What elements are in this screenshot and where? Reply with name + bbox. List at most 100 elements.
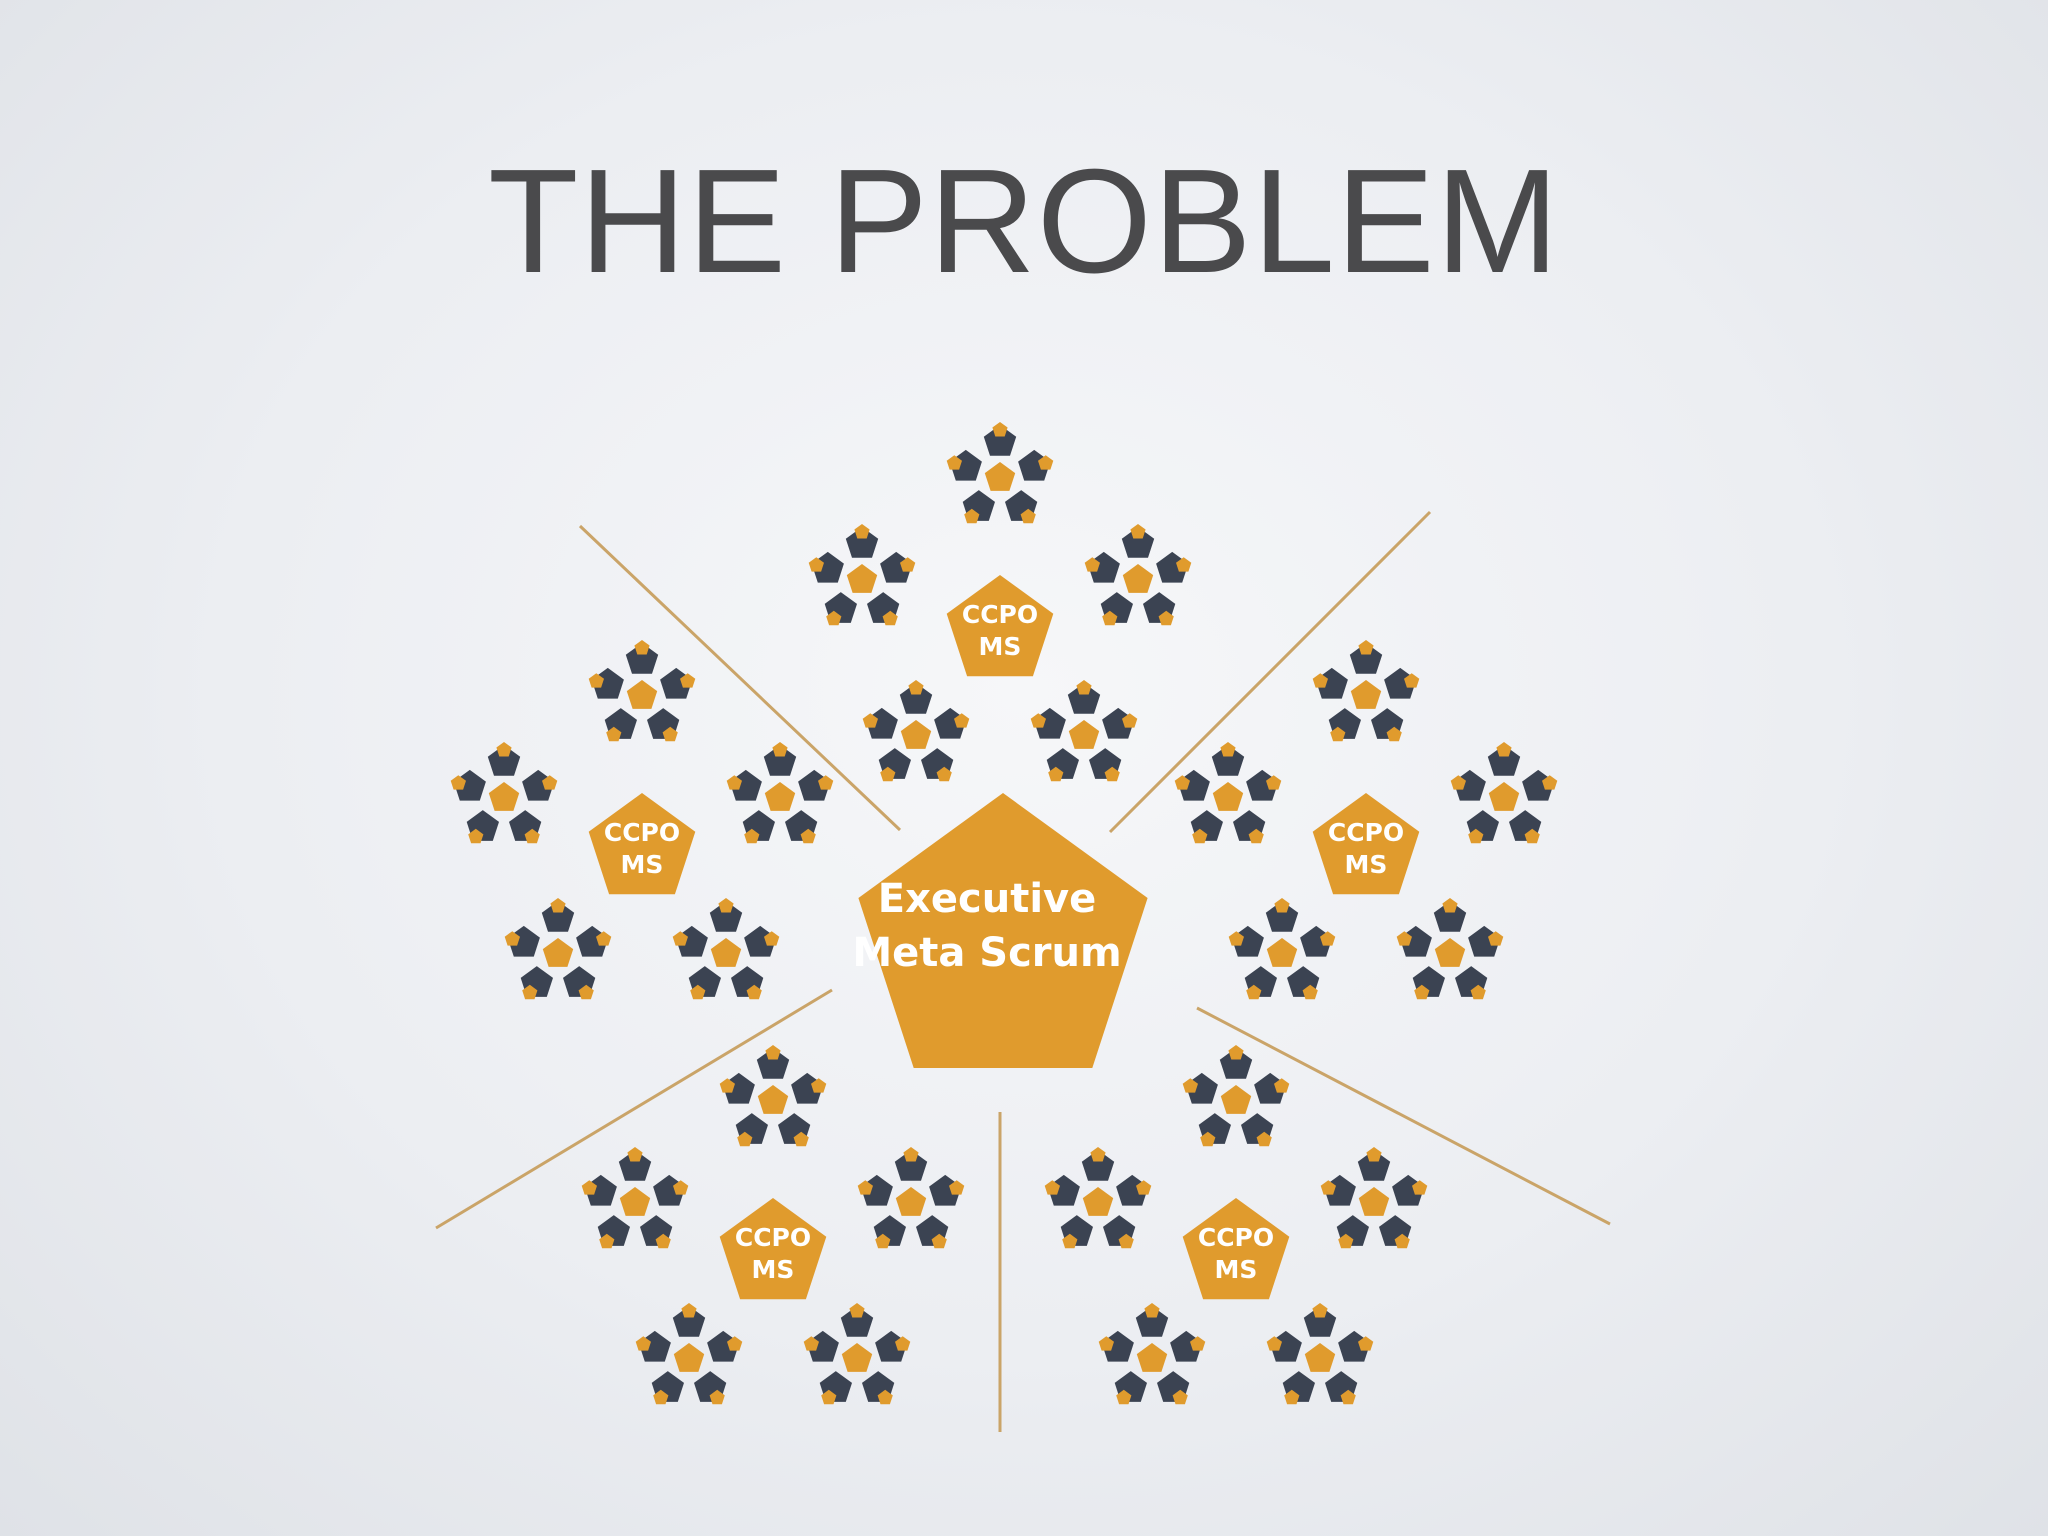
team-member-marker <box>1396 931 1412 946</box>
team-member-marker <box>1366 1147 1382 1162</box>
team-member-marker <box>1130 524 1146 539</box>
team-core-pentagon <box>542 938 574 967</box>
team-member-marker <box>1062 1233 1078 1249</box>
team-member-marker <box>877 1389 893 1405</box>
team-member-marker <box>1248 828 1264 844</box>
team-member-pentagon <box>591 667 624 699</box>
scrum-team <box>581 1147 689 1249</box>
team-core-pentagon <box>626 680 658 709</box>
team-member-pentagon <box>929 1174 962 1206</box>
team-member-marker <box>634 640 650 655</box>
team-core-pentagon <box>1122 564 1154 593</box>
scrum-team <box>862 680 970 782</box>
team-core-pentagon <box>1358 1187 1390 1216</box>
team-member-marker <box>1102 610 1118 626</box>
ccpo-ms-label-line2: MS <box>979 632 1022 661</box>
team-member-pentagon <box>1269 1330 1302 1362</box>
team-member-marker <box>954 713 970 728</box>
team-member-marker <box>857 1180 873 1195</box>
scrum-team <box>808 524 916 626</box>
team-member-pentagon <box>1246 769 1279 801</box>
team-member-marker <box>1468 828 1484 844</box>
team-member-pentagon <box>1185 1072 1218 1104</box>
team-member-marker <box>1228 931 1244 946</box>
team-member-marker <box>468 828 484 844</box>
team-member-marker <box>542 775 558 790</box>
scrum-team <box>1312 640 1420 742</box>
team-member-marker <box>681 1303 697 1318</box>
team-member-pentagon <box>1315 667 1348 699</box>
team-member-pentagon <box>894 1150 928 1181</box>
team-core-pentagon <box>710 938 742 967</box>
team-member-marker <box>662 726 678 742</box>
team-member-marker <box>1442 898 1458 913</box>
team-member-marker <box>821 1389 837 1405</box>
team-member-marker <box>875 1233 891 1249</box>
team-member-pentagon <box>1265 901 1299 932</box>
ccpo-ms-label-line2: MS <box>752 1255 795 1284</box>
team-core-pentagon <box>673 1343 705 1372</box>
scrum-team <box>1044 1147 1152 1249</box>
team-member-marker <box>1076 680 1092 695</box>
team-member-marker <box>1450 775 1466 790</box>
scrum-team <box>1228 898 1336 1000</box>
team-member-marker <box>1404 673 1420 688</box>
team-member-pentagon <box>1522 769 1555 801</box>
team-member-marker <box>1284 1389 1300 1405</box>
team-member-pentagon <box>507 925 540 957</box>
team-member-pentagon <box>1177 769 1210 801</box>
team-member-marker <box>1190 1336 1206 1351</box>
scrum-team <box>1182 1045 1290 1147</box>
team-member-pentagon <box>1067 683 1101 714</box>
team-member-pentagon <box>1081 1150 1115 1181</box>
team-core-pentagon <box>1304 1343 1336 1372</box>
team-member-pentagon <box>722 1072 755 1104</box>
scrum-team <box>1320 1147 1428 1249</box>
team-member-marker <box>800 828 816 844</box>
team-member-marker <box>772 742 788 757</box>
team-member-marker <box>1084 557 1100 572</box>
team-member-marker <box>880 766 896 782</box>
scrum-team <box>1098 1303 1206 1405</box>
scrum-team <box>588 640 696 742</box>
team-member-marker <box>1228 1045 1244 1060</box>
team-member-pentagon <box>1487 745 1521 776</box>
team-member-pentagon <box>453 769 486 801</box>
divider-line <box>1108 510 1432 834</box>
team-member-marker <box>936 766 952 782</box>
ccpo-ms-pentagon <box>1182 1198 1290 1300</box>
team-member-marker <box>1358 640 1374 655</box>
team-member-pentagon <box>1231 925 1264 957</box>
ccpo-ms-label-line2: MS <box>1345 850 1388 879</box>
team-member-pentagon <box>840 1306 874 1337</box>
team-member-marker <box>1412 1180 1428 1195</box>
team-core-pentagon <box>846 564 878 593</box>
team-member-marker <box>862 713 878 728</box>
team-member-pentagon <box>983 425 1017 456</box>
team-member-marker <box>727 1336 743 1351</box>
team-member-marker <box>908 680 924 695</box>
team-member-pentagon <box>1468 925 1501 957</box>
team-core-pentagon <box>1082 1187 1114 1216</box>
team-member-pentagon <box>1338 1330 1371 1362</box>
team-member-pentagon <box>1300 925 1333 957</box>
team-member-marker <box>496 742 512 757</box>
team-member-pentagon <box>899 683 933 714</box>
team-member-marker <box>1116 1389 1132 1405</box>
team-member-marker <box>1098 1336 1114 1351</box>
team-member-marker <box>635 1336 651 1351</box>
team-member-marker <box>882 610 898 626</box>
team-core-pentagon <box>1068 720 1100 749</box>
team-member-marker <box>655 1233 671 1249</box>
team-member-marker <box>672 931 688 946</box>
team-member-marker <box>946 455 962 470</box>
team-member-marker <box>1090 1147 1106 1162</box>
team-member-pentagon <box>675 925 708 957</box>
team-member-marker <box>1470 984 1486 1000</box>
team-member-marker <box>581 1180 597 1195</box>
ccpo-ms-pentagon <box>1312 793 1420 895</box>
scrum-team <box>1396 898 1504 1000</box>
